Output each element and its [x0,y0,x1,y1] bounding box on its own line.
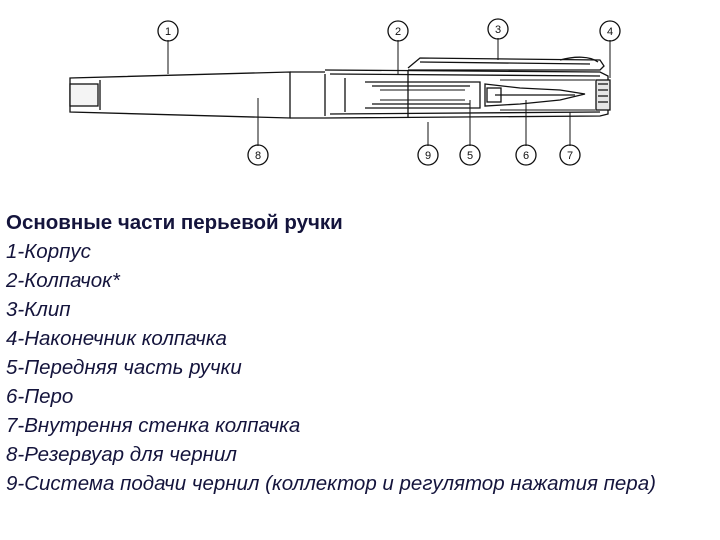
callout-2: 2 [395,26,401,38]
legend-item: 6-Перо [6,385,74,408]
inner-cap-wall [500,79,595,111]
callout-3: 3 [495,24,501,36]
callout-7: 7 [567,150,573,162]
callout-6: 6 [523,150,529,162]
legend-item: 9-Система подачи чернил (коллектор и рег… [6,472,656,495]
callout-4: 4 [607,26,613,38]
callout-5: 5 [467,150,473,162]
callout-1: 1 [165,26,171,38]
legend-item: 8-Резервуар для чернил [6,443,237,466]
fountain-pen-diagram: 1 2 3 4 5 6 7 8 9 [69,18,621,166]
legend-title: Основные части перьевой ручки [6,211,343,234]
pen-section [344,78,481,112]
legend-item: 2-Колпачок* [6,269,120,292]
cap-tip [595,79,611,111]
legend-item: 3-Клип [6,298,71,321]
leader-lines [167,38,611,146]
legend-item: 7-Внутрення стенка колпачка [6,414,301,437]
callout-circles [157,18,621,166]
callout-9: 9 [425,150,431,162]
pen-cap [324,69,609,119]
legend: Основные части перьевой ручки 1-Корпус 2… [6,208,716,498]
legend-item: 1-Корпус [6,240,91,263]
legend-item: 5-Передняя часть ручки [6,356,242,379]
pen-nib [484,83,586,107]
legend-item: 4-Наконечник колпачка [6,327,227,350]
pen-clip [407,56,605,71]
pen-barrel [69,71,326,119]
callout-8: 8 [255,150,261,162]
